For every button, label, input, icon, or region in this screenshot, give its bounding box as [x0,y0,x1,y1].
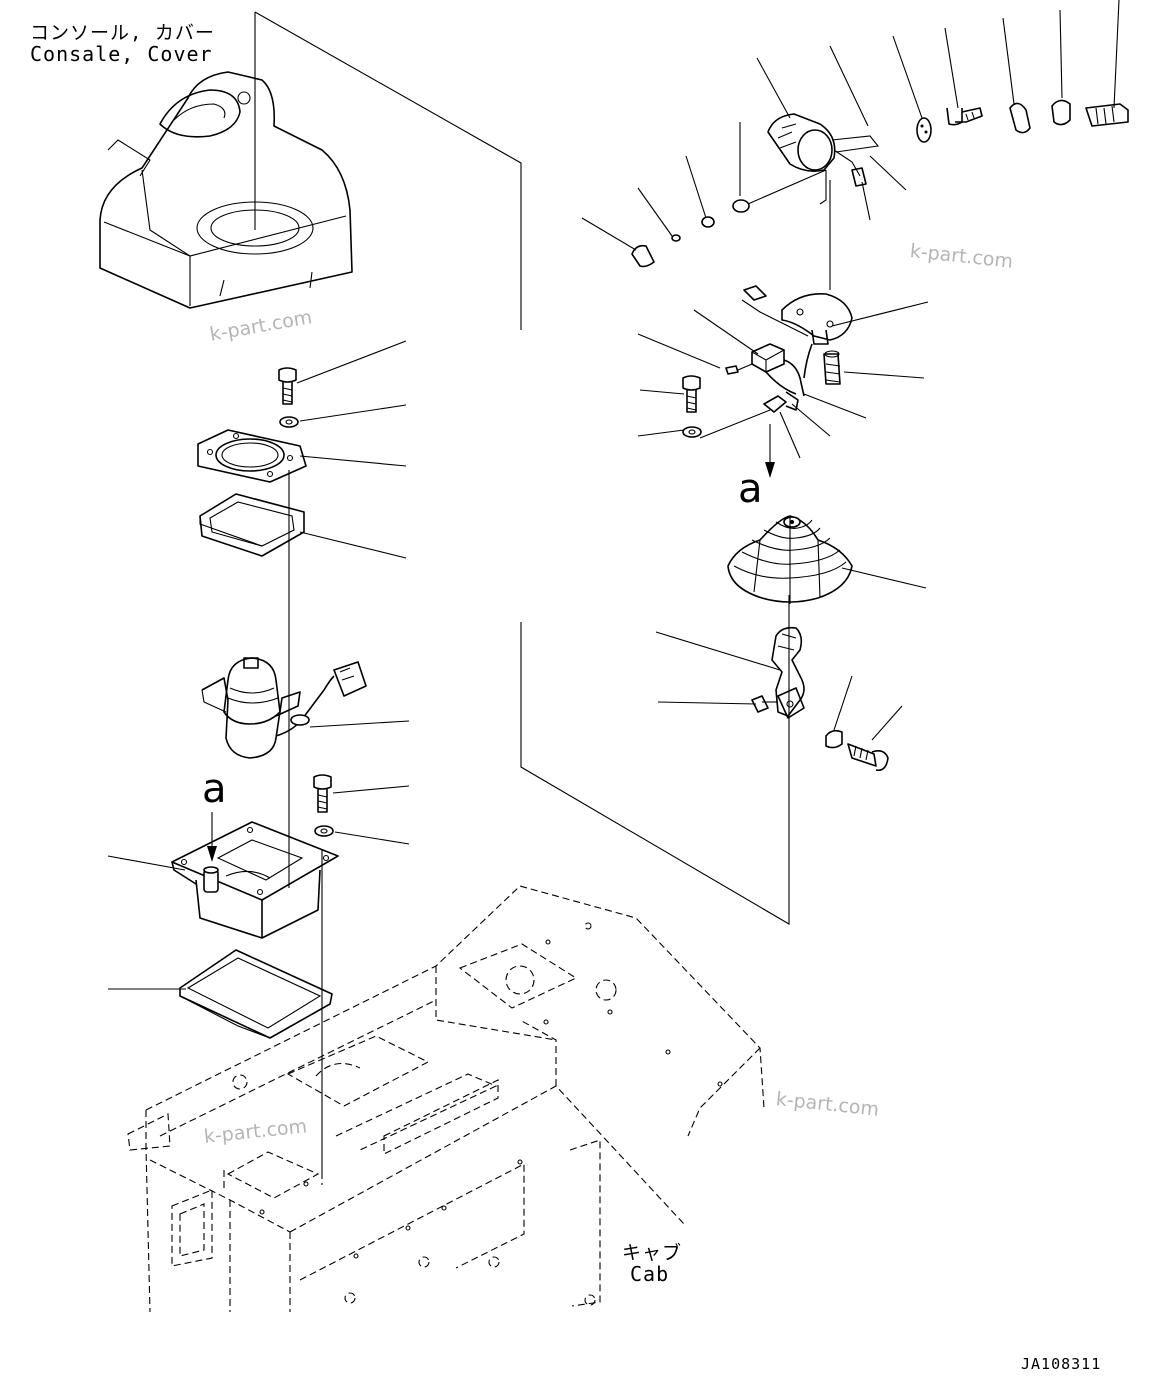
reference-a-right: a [738,466,763,512]
mounting-bracket [171,821,339,939]
bolt-left-lower [313,774,334,837]
drawing-code: JA108311 [1021,1355,1102,1373]
reference-a-left: a [202,766,227,812]
console-cover-en-label: Consale, Cover [30,42,213,66]
rubber-boot [727,515,927,604]
cab-jp-label: キャブ [622,1242,683,1264]
lever-bracket [655,626,903,772]
leader-lines-right-middle [637,301,929,459]
joystick-valve [201,657,367,759]
console-cover-jp-label: コンソール, カバー [30,22,215,44]
panel-boundary-lines [254,11,790,925]
switch-bracket [781,293,853,385]
cab-frame [127,885,765,1313]
arrow-ref-a-right [765,424,775,478]
cab-en-label: Cab [630,1262,670,1286]
bolt-right-middle [682,375,702,438]
assembly-center-lines [288,470,323,1185]
rubber-frame [199,493,305,557]
leader-lines-left [107,340,410,990]
harness-connectors [725,285,813,413]
arrow-ref-a-left [207,812,217,862]
small-parts-row [631,99,1129,268]
bolt-left-upper [278,367,299,428]
lower-gasket [179,949,333,1039]
leader-lines-right-upper [581,0,1120,251]
console-cover [99,71,353,309]
gasket-plate-round [197,429,307,483]
switch-assembly [767,113,880,290]
